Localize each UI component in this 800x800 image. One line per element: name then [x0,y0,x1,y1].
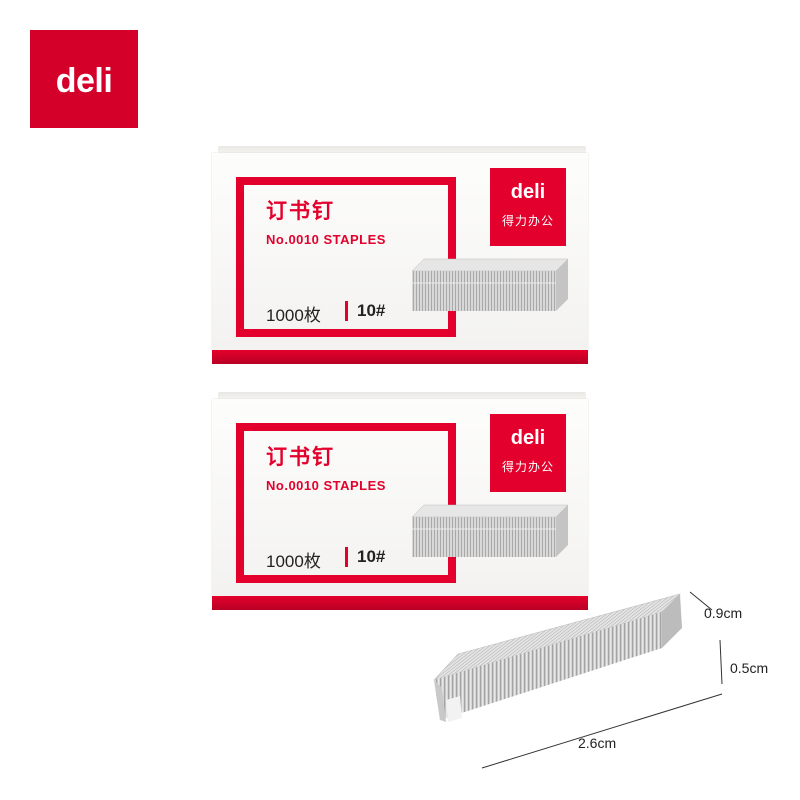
quantity-label: 1000枚 [266,552,321,571]
box-top-edge [218,392,586,400]
brand-name-cn: 得力办公 [501,214,554,228]
staple-strip-image [411,258,569,311]
product-title-en: No.0010 STAPLES [266,232,386,247]
staple-strip-image [411,504,569,557]
label-separator [345,301,348,321]
brand-name: deli [510,427,546,449]
height-dimension-label: 0.5cm [730,660,769,676]
size-label: 10# [357,547,386,566]
box-face: 订书钉 No.0010 STAPLES 1000枚 10# deli 得力办公 [212,399,588,597]
logo-text: deli [55,62,113,100]
staple-front-face [434,612,662,720]
staple-end-face [662,594,682,648]
staple-inner-shadow [446,696,462,722]
box-top-edge [218,146,586,154]
product-title-cn: 订书钉 [266,446,335,469]
box-bottom-stripe [212,596,588,610]
staples-box-1: 订书钉 No.0010 STAPLES 1000枚 10# deli 得力办公 [208,146,592,364]
brand-name-cn: 得力办公 [501,460,554,474]
product-title-en: No.0010 STAPLES [266,478,386,493]
size-label: 10# [357,301,386,320]
brand-tag: deli 得力办公 [490,168,566,246]
depth-dimension-label: 0.9cm [704,605,743,621]
quantity-label: 1000枚 [266,306,321,325]
staple-left-leg [434,680,446,722]
box-face: 订书钉 No.0010 STAPLES 1000枚 10# deli 得力办公 [212,153,588,351]
product-title-cn: 订书钉 [266,200,335,223]
staples-box-2: 订书钉 No.0010 STAPLES 1000枚 10# deli 得力办公 [208,392,592,610]
brand-tag: deli 得力办公 [490,414,566,492]
length-dimension-line [481,693,723,769]
depth-dimension-line [689,591,713,611]
length-dimension-label: 2.6cm [578,735,617,751]
box-bottom-stripe [212,350,588,364]
deli-logo: deli [30,30,138,128]
label-separator [345,547,348,567]
red-frame [236,423,456,583]
height-dimension-line [719,639,723,685]
brand-name: deli [510,181,546,203]
red-frame [236,177,456,337]
